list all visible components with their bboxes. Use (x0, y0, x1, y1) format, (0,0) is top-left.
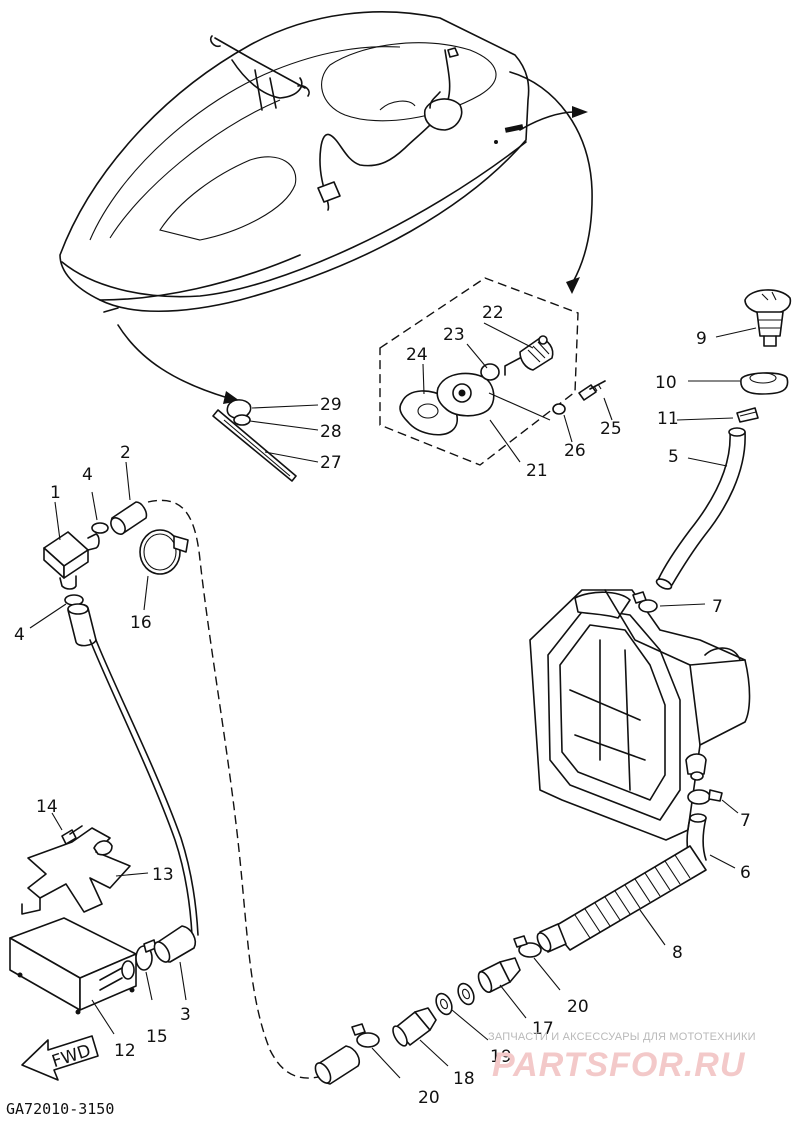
forward-direction-arrow: FWD (21, 1035, 99, 1081)
jet-pump-housing (529, 589, 751, 841)
hose-1-short (67, 603, 97, 647)
silencer-box-12 (9, 917, 137, 1035)
hose-2 (110, 461, 148, 535)
label-part-6: 6 (740, 863, 751, 883)
clamp-15 (135, 939, 157, 1001)
label-part-16: 16 (130, 613, 152, 633)
drain-plug-assembly (676, 289, 792, 423)
clamp-16 (139, 529, 189, 611)
label-part-14: 14 (36, 797, 58, 817)
clamp-4-lower (29, 594, 84, 629)
label-part-13: 13 (152, 865, 174, 885)
label-part-9: 9 (696, 329, 707, 349)
label-part-11: 11 (657, 409, 679, 429)
label-part-10: 10 (655, 373, 677, 393)
callout-arrow-to-drain-plate (519, 106, 588, 131)
label-part-15: 15 (146, 1027, 168, 1047)
label-part-27: 27 (320, 453, 342, 473)
label-part-3: 3 (180, 1005, 191, 1025)
label-part-28: 28 (320, 422, 342, 442)
hose-3 (153, 925, 197, 1001)
label-part-24: 24 (406, 345, 428, 365)
fitting-17 (477, 957, 527, 1019)
fwd-label: FWD (49, 1041, 93, 1072)
bracket-13 (21, 827, 149, 915)
hose-bottom-segment (314, 1045, 361, 1085)
label-part-4-lower: 4 (14, 625, 25, 645)
washer-19a (457, 982, 475, 1006)
label-part-21: 21 (526, 461, 548, 481)
fitting-1 (43, 501, 100, 590)
clamp-4-upper (91, 491, 109, 534)
label-part-22: 22 (482, 303, 504, 323)
clamp-7-lower (687, 789, 739, 814)
label-part-7-lower: 7 (740, 811, 751, 831)
hose-routing-line-left (89, 639, 199, 936)
diagram-code: GA72010-3150 (6, 1100, 114, 1118)
watermark-brand: PARTSFOR.RU (492, 1046, 746, 1084)
watermark-tagline: ЗАПЧАСТИ И АКСЕССУАРЫ ДЛЯ МОТОТЕХНИКИ (488, 1031, 756, 1043)
callout-arrow-to-fitting-group (509, 71, 593, 294)
label-part-26: 26 (564, 441, 586, 461)
hose-routing-line-long (147, 499, 331, 1079)
clamp-7-upper (632, 591, 706, 613)
screw-14 (51, 812, 83, 845)
fitting-18 (392, 1007, 449, 1067)
label-part-5: 5 (668, 447, 679, 467)
label-part-25: 25 (600, 419, 622, 439)
bellows-hose-8 (536, 845, 707, 953)
fitting-clamp-20-lower (351, 1023, 401, 1079)
fitting-assembly-group (379, 277, 613, 466)
watercraft-hull (59, 11, 530, 313)
label-part-8: 8 (672, 943, 683, 963)
label-part-12: 12 (114, 1041, 136, 1061)
callout-arrow-to-bracket (117, 324, 240, 404)
label-part-29: 29 (320, 395, 342, 415)
label-part-17: 17 (532, 1019, 554, 1039)
label-part-4-upper: 4 (82, 465, 93, 485)
label-part-23: 23 (443, 325, 465, 345)
watermark: ЗАПЧАСТИ И АКСЕССУАРЫ ДЛЯ МОТОТЕХНИКИ PA… (488, 1031, 756, 1084)
label-part-1: 1 (50, 483, 61, 503)
label-part-19: 19 (490, 1047, 512, 1067)
washer-19b (435, 992, 489, 1041)
label-part-20-lower: 20 (418, 1088, 440, 1108)
hose-5 (655, 427, 746, 590)
drain-plate-assembly (212, 399, 319, 482)
label-part-2: 2 (120, 443, 131, 463)
fitting-clamp-20-upper (513, 935, 561, 991)
label-part-7-upper: 7 (712, 597, 723, 617)
label-part-20-upper: 20 (567, 997, 589, 1017)
label-part-18: 18 (453, 1069, 475, 1089)
part-number-labels: 22 23 24 25 26 21 29 28 27 9 10 11 5 7 7… (14, 303, 751, 1108)
